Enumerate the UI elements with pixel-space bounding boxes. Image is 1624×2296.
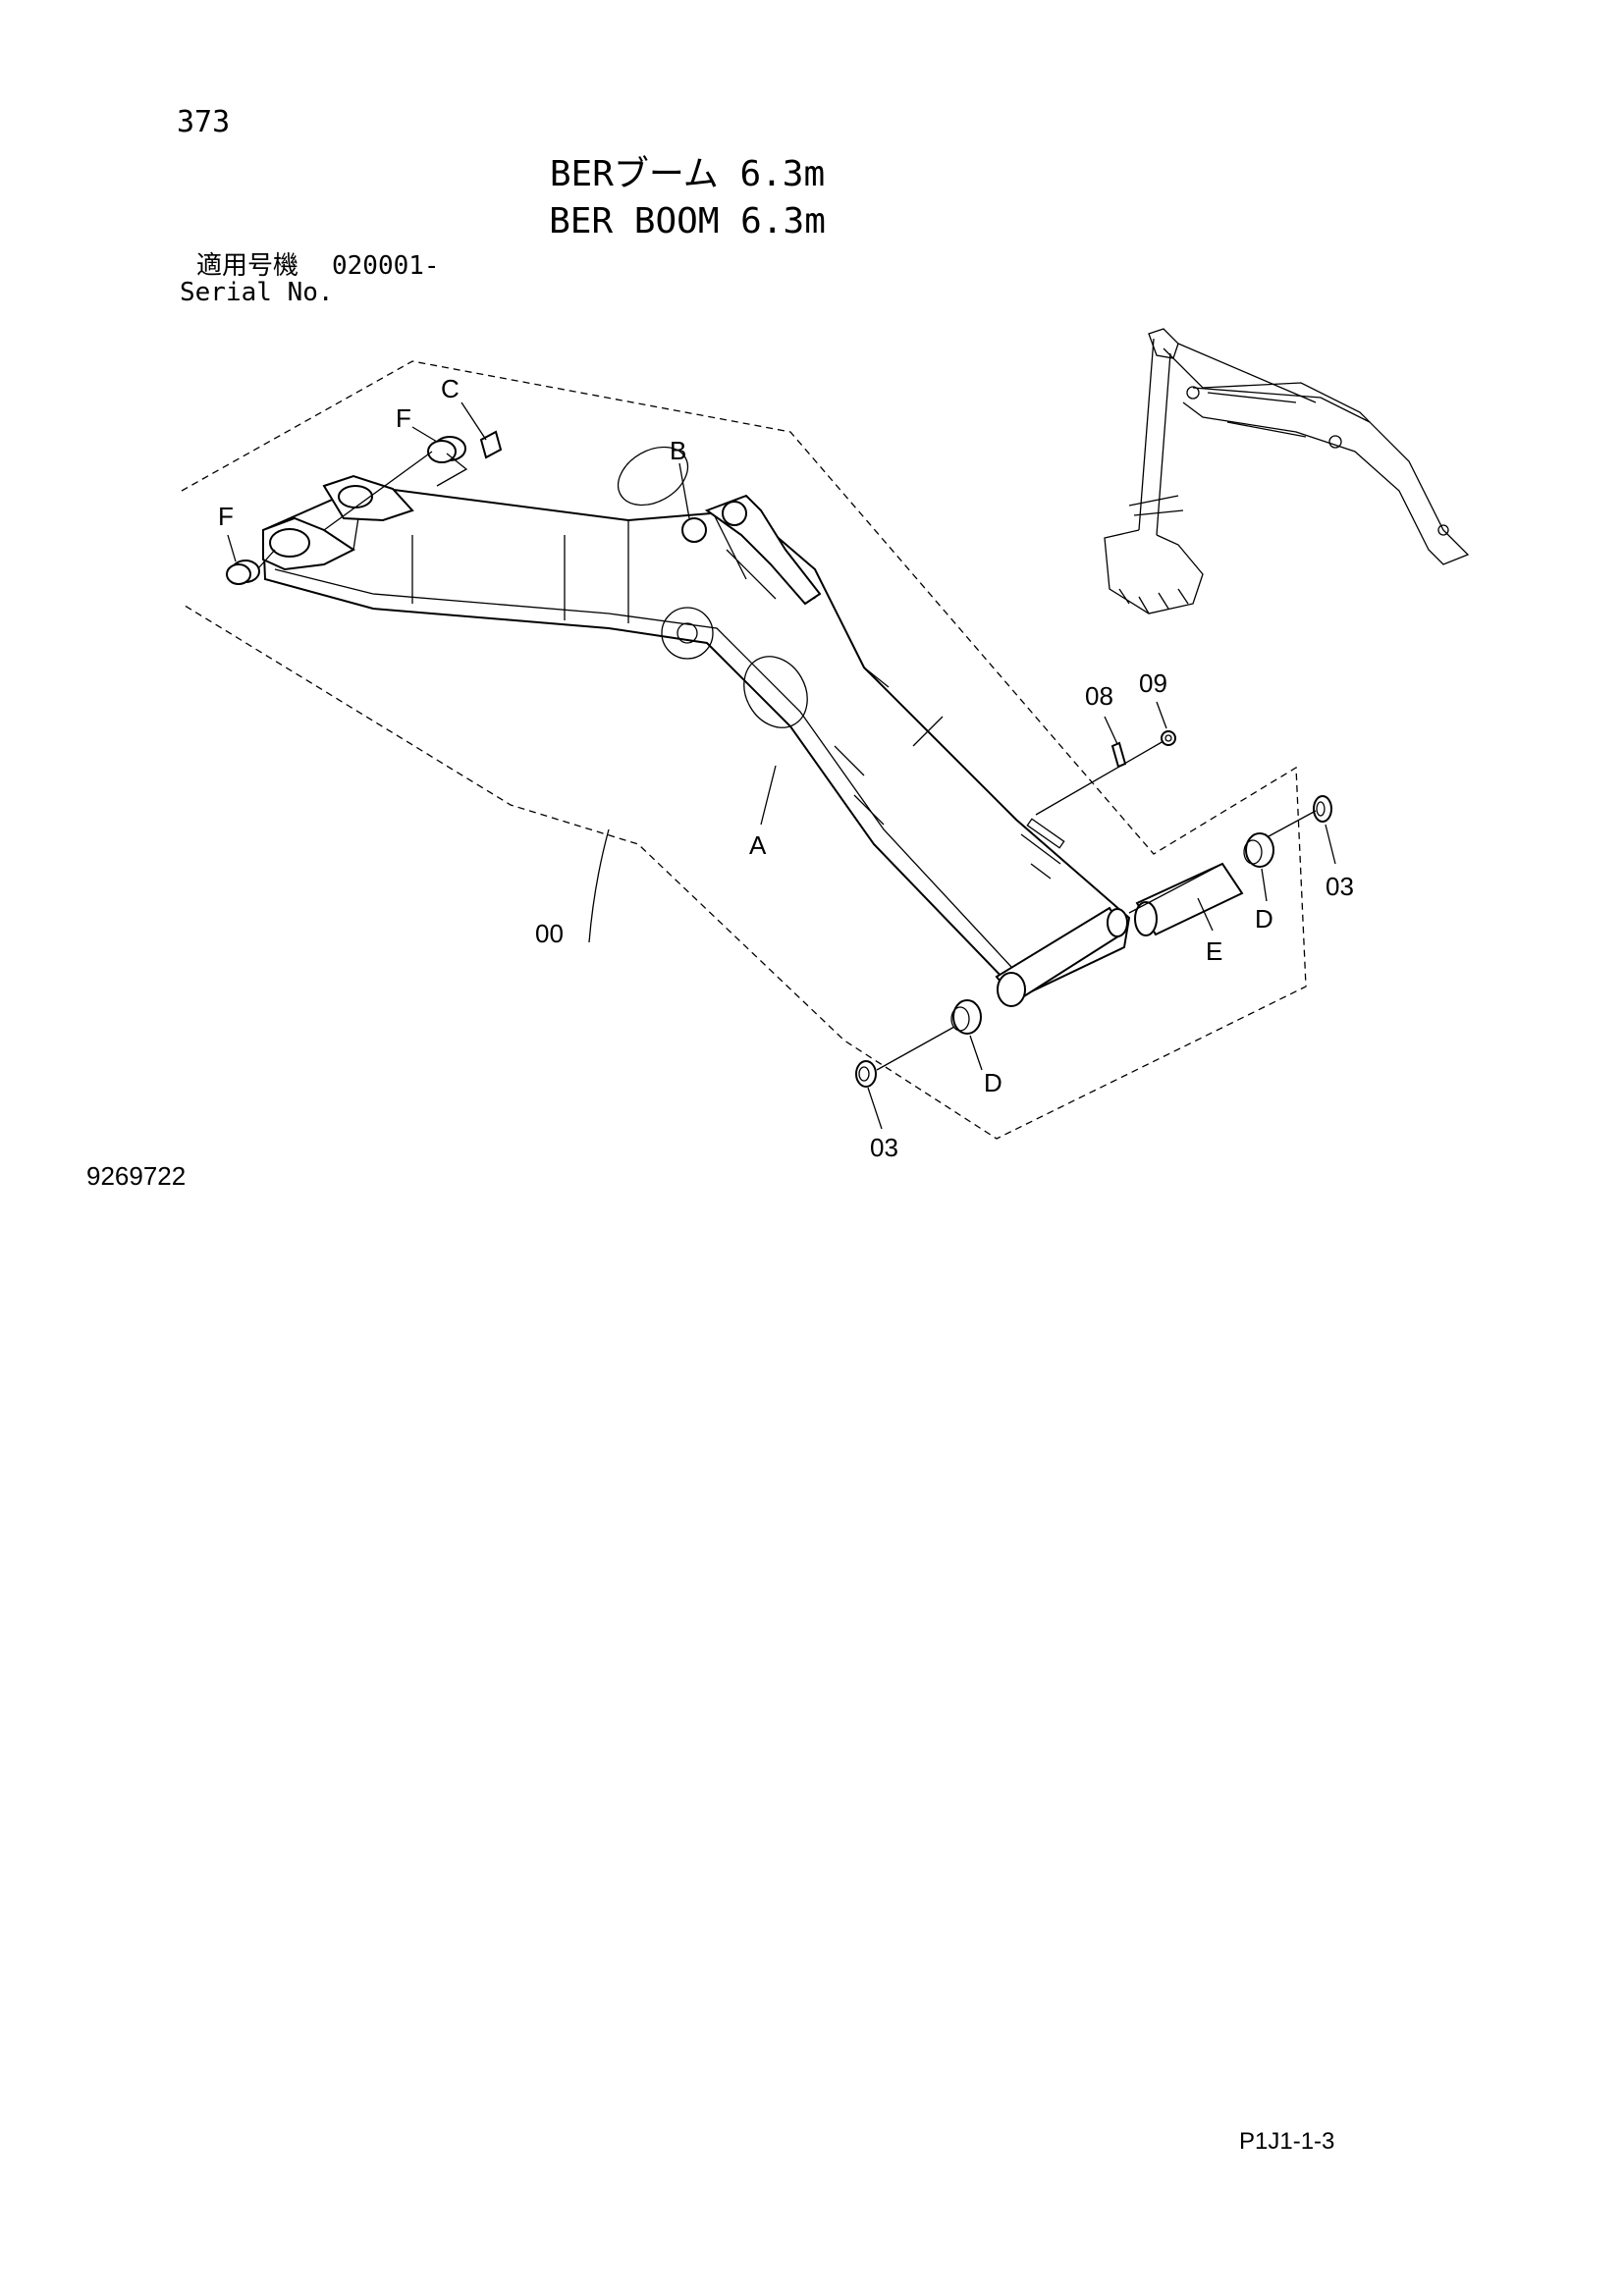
part-03-right-washer bbox=[1313, 795, 1332, 823]
leader-D-left bbox=[969, 1035, 983, 1071]
part-E-pin bbox=[1134, 862, 1244, 936]
part-08-pin bbox=[1110, 741, 1127, 769]
callout-A: A bbox=[749, 830, 767, 860]
part-09-nut bbox=[1161, 730, 1176, 746]
leader-F2 bbox=[227, 534, 237, 562]
leader-C bbox=[460, 401, 487, 441]
part-D-right-bushing bbox=[1243, 832, 1274, 868]
leader-A bbox=[760, 765, 777, 826]
callout-E: E bbox=[1206, 936, 1222, 966]
leader-08 bbox=[1104, 716, 1118, 745]
leader-00 bbox=[588, 828, 610, 943]
leader-E bbox=[1197, 897, 1214, 932]
callout-F-upper: F bbox=[396, 403, 411, 433]
callout-C: C bbox=[441, 374, 460, 403]
leader-03-left bbox=[867, 1087, 883, 1130]
callout-F-lower: F bbox=[218, 502, 234, 531]
callout-D-left: D bbox=[984, 1068, 1002, 1097]
part-F-lower-bushing bbox=[226, 560, 260, 585]
leader-D-right bbox=[1261, 868, 1268, 902]
serial-label-english: Serial No. bbox=[180, 278, 334, 307]
part-F-upper-bushing bbox=[427, 436, 466, 463]
part-D-left-bushing bbox=[950, 999, 982, 1035]
leader-09 bbox=[1156, 701, 1167, 729]
leader-03-right bbox=[1325, 824, 1336, 865]
leader-F1 bbox=[411, 426, 438, 443]
callout-08: 08 bbox=[1085, 681, 1113, 711]
serial-number-value: 020001- bbox=[332, 251, 440, 281]
page-number: 373 bbox=[177, 105, 231, 139]
callout-03-right: 03 bbox=[1326, 872, 1354, 901]
callout-D-right: D bbox=[1255, 904, 1273, 934]
inset-excavator-sketch bbox=[1104, 328, 1470, 614]
callout-00: 00 bbox=[535, 919, 564, 948]
title-english: BER BOOM 6.3m bbox=[549, 201, 826, 241]
boom-body bbox=[261, 446, 1131, 1007]
assembly-outline bbox=[181, 360, 1307, 1140]
callout-03-left: 03 bbox=[870, 1133, 898, 1162]
callout-09: 09 bbox=[1139, 668, 1167, 698]
callout-B: B bbox=[670, 436, 686, 465]
figure-number: 9269722 bbox=[86, 1161, 187, 1191]
part-03-left-washer bbox=[855, 1060, 877, 1088]
leader-B bbox=[678, 462, 690, 519]
page-code: P1J1-1-3 bbox=[1239, 2128, 1335, 2155]
serial-label-japanese: 適用号機 bbox=[196, 251, 299, 281]
part-C-plate bbox=[479, 430, 503, 459]
title-japanese: BERブーム 6.3m bbox=[549, 154, 826, 194]
